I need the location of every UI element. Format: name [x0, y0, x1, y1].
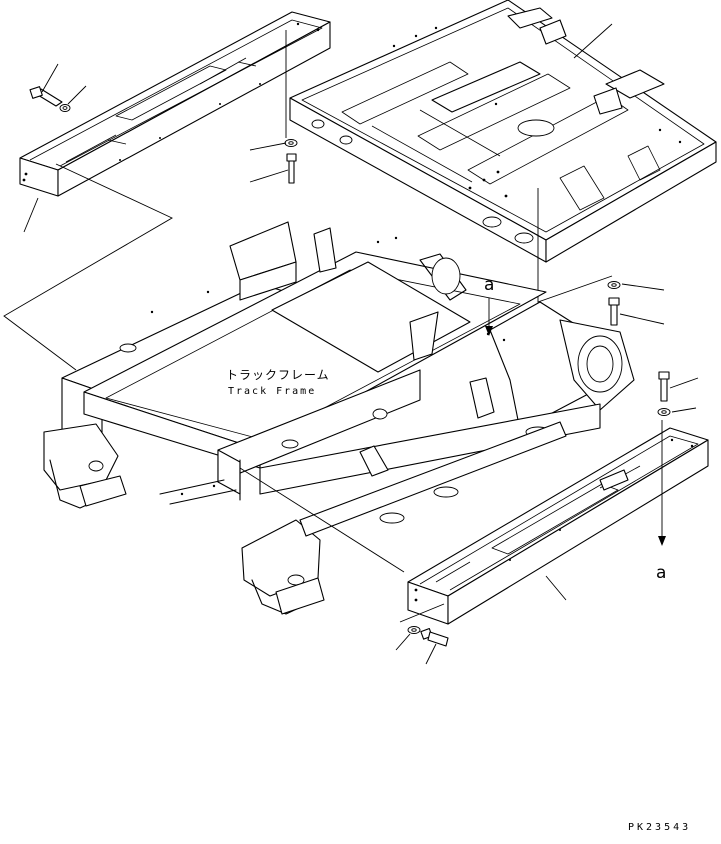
part-name-jp: トラックフレーム: [226, 368, 330, 382]
upper-platform-frame: [289, 0, 717, 263]
reference-label-right: a: [656, 563, 666, 583]
leader-line: [545, 575, 567, 601]
arrow-down-icon: [485, 298, 493, 336]
bolt-icon: [29, 86, 63, 107]
reference-label-top: a: [484, 275, 494, 295]
arrow-down-icon: [658, 420, 666, 546]
part-name-en: Track Frame: [228, 386, 316, 397]
leader-lines: [249, 142, 289, 183]
track-frame: [43, 221, 635, 615]
bolt-icon: [286, 153, 297, 184]
leader-line: [23, 197, 39, 233]
washer-icon: [657, 408, 671, 416]
left-support-beam: [19, 11, 331, 197]
assembly-line: [537, 188, 613, 303]
washer-icon: [284, 139, 298, 147]
leader-lines: [619, 283, 665, 325]
leader-lines: [41, 63, 87, 105]
leader-line: [3, 163, 173, 371]
leader-lines: [395, 633, 437, 665]
leader-lines: [669, 377, 699, 413]
leader-line: [399, 603, 445, 623]
assembly-line: [239, 467, 405, 573]
bolt-icon: [658, 371, 670, 402]
washer-icon: [59, 104, 71, 112]
washer-icon: [607, 281, 621, 289]
washer-icon: [407, 626, 421, 634]
right-support-beam: [407, 427, 709, 625]
bolt-icon: [608, 297, 620, 326]
leader-line: [573, 23, 613, 59]
drawing-code: PK23543: [628, 822, 691, 833]
bolt-icon: [420, 627, 449, 647]
